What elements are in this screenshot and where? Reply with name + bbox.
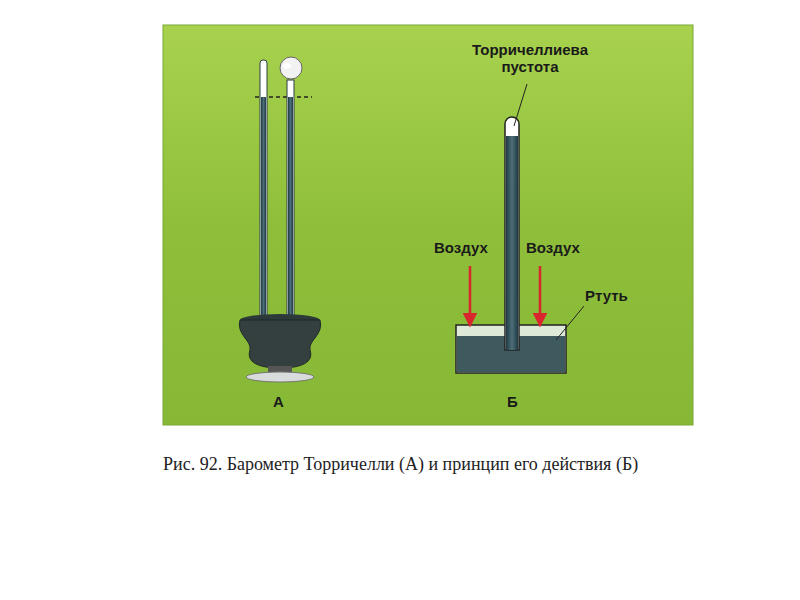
barometer-b	[456, 84, 584, 373]
panel	[163, 25, 693, 425]
barometer-a	[239, 57, 320, 382]
panel-border	[163, 25, 693, 425]
callout-label: Торричеллиева пустота	[470, 42, 590, 75]
callout-label: Ртуть	[585, 288, 628, 305]
figure-letter: А	[273, 394, 284, 411]
air-label: Воздух	[434, 240, 488, 257]
figure-letter: Б	[507, 394, 518, 411]
air-label: Воздух	[526, 240, 580, 257]
air-arrow	[539, 266, 542, 326]
leader-line	[556, 306, 584, 340]
figure-caption: Рис. 92. Барометр Торричелли (А) и принц…	[163, 452, 683, 476]
leader-line	[514, 84, 527, 126]
air-arrow	[469, 266, 472, 326]
